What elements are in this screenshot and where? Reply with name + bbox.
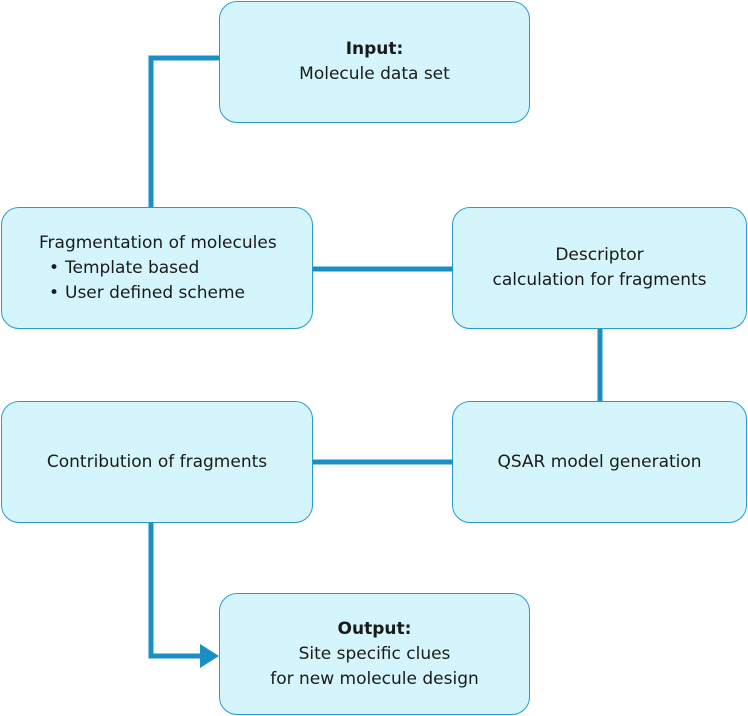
output-line2: for new molecule design	[270, 668, 479, 689]
arrowhead	[200, 644, 219, 668]
qsar-text: QSAR model generation	[497, 451, 702, 472]
contribution-text: Contribution of fragments	[46, 451, 268, 472]
output-heading: Output:	[337, 618, 412, 639]
input-text: Molecule data set	[299, 64, 450, 84]
descriptor-node: Descriptor calculation for fragments	[452, 207, 747, 329]
output-line1: Site specific clues	[298, 643, 451, 664]
input-heading: Input:	[345, 39, 404, 59]
connector-contribution-output	[148, 523, 202, 659]
fragmentation-bullet-list: Template based User defined scheme	[39, 256, 245, 306]
connector-input-fragmentation	[148, 55, 219, 207]
qsar-node: QSAR model generation	[452, 401, 747, 523]
contribution-node: Contribution of fragments	[1, 401, 313, 523]
fragmentation-bullet: User defined scheme	[49, 281, 245, 306]
fragmentation-bullet: Template based	[49, 256, 245, 281]
descriptor-line2: calculation for fragments	[492, 270, 707, 290]
fragmentation-title: Fragmentation of molecules	[39, 232, 277, 253]
fragmentation-node: Fragmentation of molecules Template base…	[1, 207, 313, 329]
descriptor-line1: Descriptor	[555, 245, 644, 265]
output-node: Output: Site specific clues for new mole…	[219, 593, 530, 715]
input-node: Input: Molecule data set	[219, 1, 530, 123]
